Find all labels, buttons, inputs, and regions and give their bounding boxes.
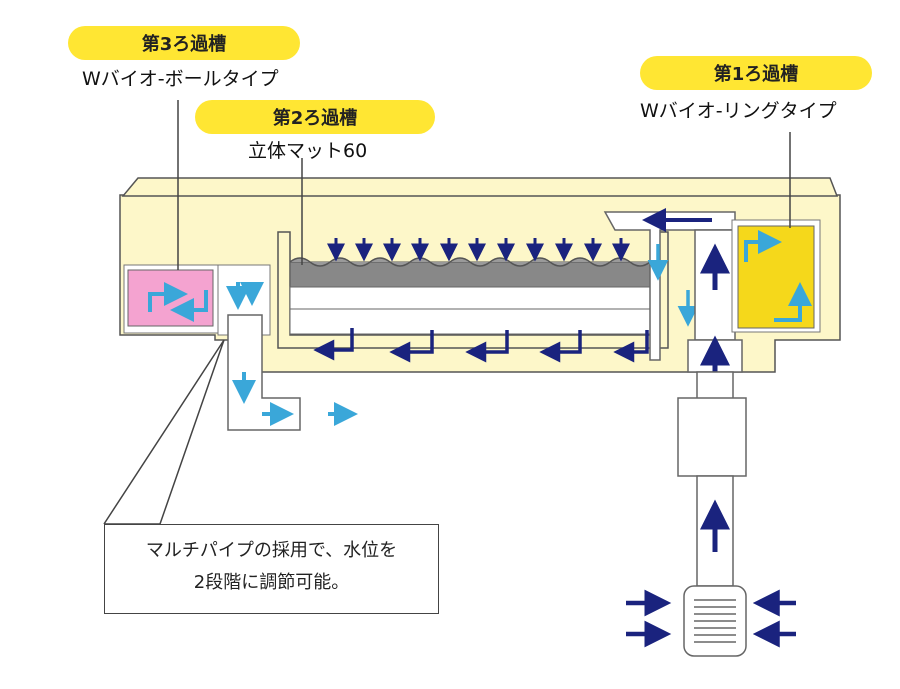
stage1-title: 第1ろ過槽 — [640, 56, 872, 90]
drip-arrows — [327, 238, 630, 262]
multi-pipe-note: マルチパイプの採用で、水位を 2段階に調節可能。 — [104, 524, 439, 614]
housing-lid — [121, 177, 839, 197]
stage3-flow-arrow — [148, 282, 188, 312]
note-line-1: マルチパイプの採用で、水位を — [145, 540, 398, 561]
note-line-2: 2段階に調節可能。 — [193, 572, 350, 593]
stage2-layer — [289, 308, 656, 335]
stage3-subtitle: Wバイオ-ボールタイプ — [82, 68, 279, 90]
stage3-media — [127, 269, 214, 327]
return-arrows — [313, 328, 649, 363]
intake-arrows — [626, 589, 796, 648]
strainer-slots — [694, 599, 736, 643]
note-leader-line — [103, 339, 225, 525]
stage1-flow-arrow — [744, 230, 782, 262]
stage1-subtitle: Wバイオ-リングタイプ — [640, 100, 837, 122]
overflow-weir — [603, 211, 736, 361]
stage3-title: 第3ろ過槽 — [68, 26, 300, 60]
stage2-layer — [289, 286, 656, 310]
stage2-title: 第2ろ過槽 — [195, 100, 435, 134]
stage2-subtitle: 立体マット60 — [248, 140, 368, 162]
stage2-mat-wave — [289, 257, 655, 267]
pump-head — [677, 397, 747, 477]
stage3-flow-arrow — [170, 290, 208, 322]
stage1-flow-arrow — [774, 282, 812, 322]
